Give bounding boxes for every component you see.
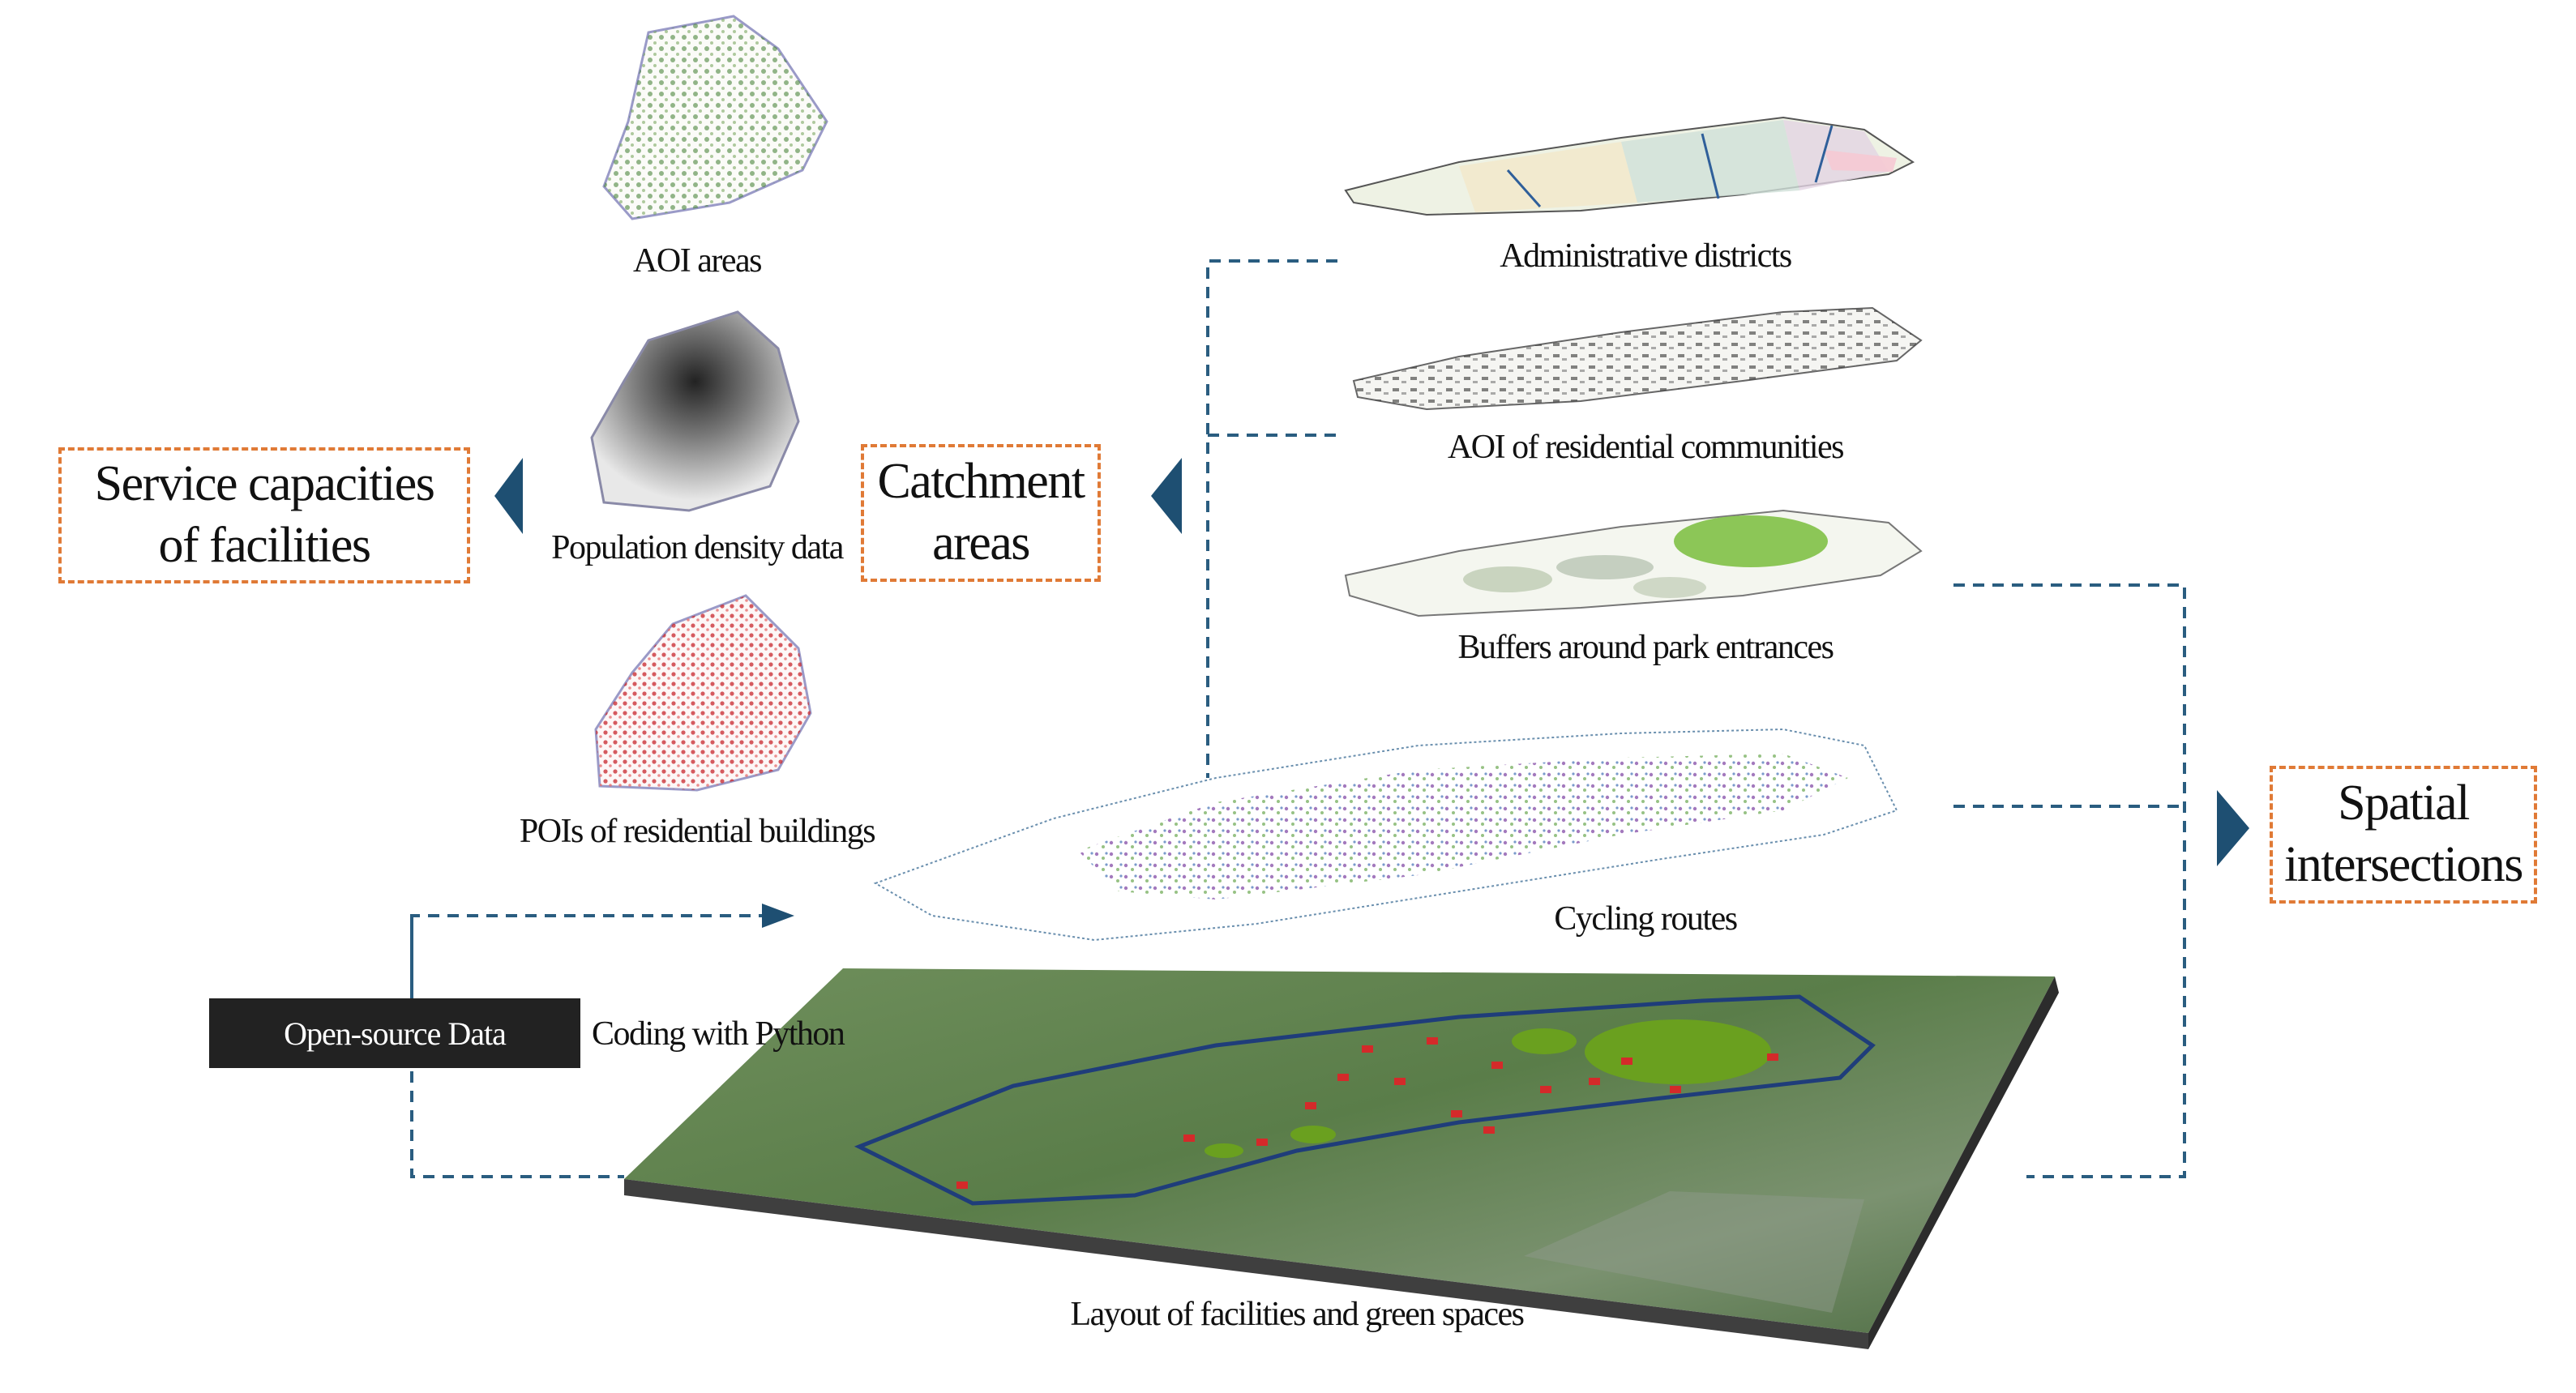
aoi-areas-label: AOI areas [633, 242, 762, 280]
administrative-districts-label: Administrative districts [1500, 237, 1792, 275]
arrow-to-service [494, 458, 523, 534]
population-density-label: Population density data [551, 529, 844, 566]
cycling-routes-label: Cycling routes [1554, 900, 1738, 938]
open-source-data-box: Open-source Data [209, 998, 580, 1068]
arrow-to-catchment [1151, 458, 1182, 534]
aoi-residential-label: AOI of residential communities [1447, 429, 1845, 466]
spatial-intersections-box: Spatial intersections [2270, 766, 2537, 904]
catchment-areas-box: Catchment areas [861, 444, 1101, 582]
service-capacities-line1: Service capacities [94, 456, 435, 512]
pois-label: POIs of residential buildings [519, 813, 876, 850]
aoi-areas-map [602, 15, 828, 220]
arrow-to-cycling [762, 904, 794, 928]
pois-map [594, 594, 812, 792]
layout-label: Layout of facilities and green spaces [1070, 1296, 1525, 1333]
spatial-intersections-line1: Spatial [2338, 776, 2470, 831]
arrow-to-spatial [2217, 790, 2249, 866]
park-buffers-map [1344, 509, 1923, 617]
catchment-areas-line2: areas [932, 515, 1030, 570]
service-capacities-line2: of facilities [158, 518, 371, 573]
catchment-areas-line1: Catchment [877, 454, 1085, 510]
service-capacities-box: Service capacities of facilities [58, 447, 470, 583]
coding-python-label: Coding with Python [592, 1015, 845, 1053]
aoi-residential-map [1352, 306, 1923, 411]
connector-lines [410, 259, 2186, 1178]
satellite-layout-map [624, 968, 2059, 1349]
population-density-map [590, 310, 800, 512]
administrative-districts-map [1344, 116, 1915, 216]
park-buffers-label: Buffers around park entrances [1457, 629, 1834, 666]
cycling-routes-map [873, 728, 1898, 942]
spatial-intersections-line2: intersections [2284, 837, 2523, 892]
